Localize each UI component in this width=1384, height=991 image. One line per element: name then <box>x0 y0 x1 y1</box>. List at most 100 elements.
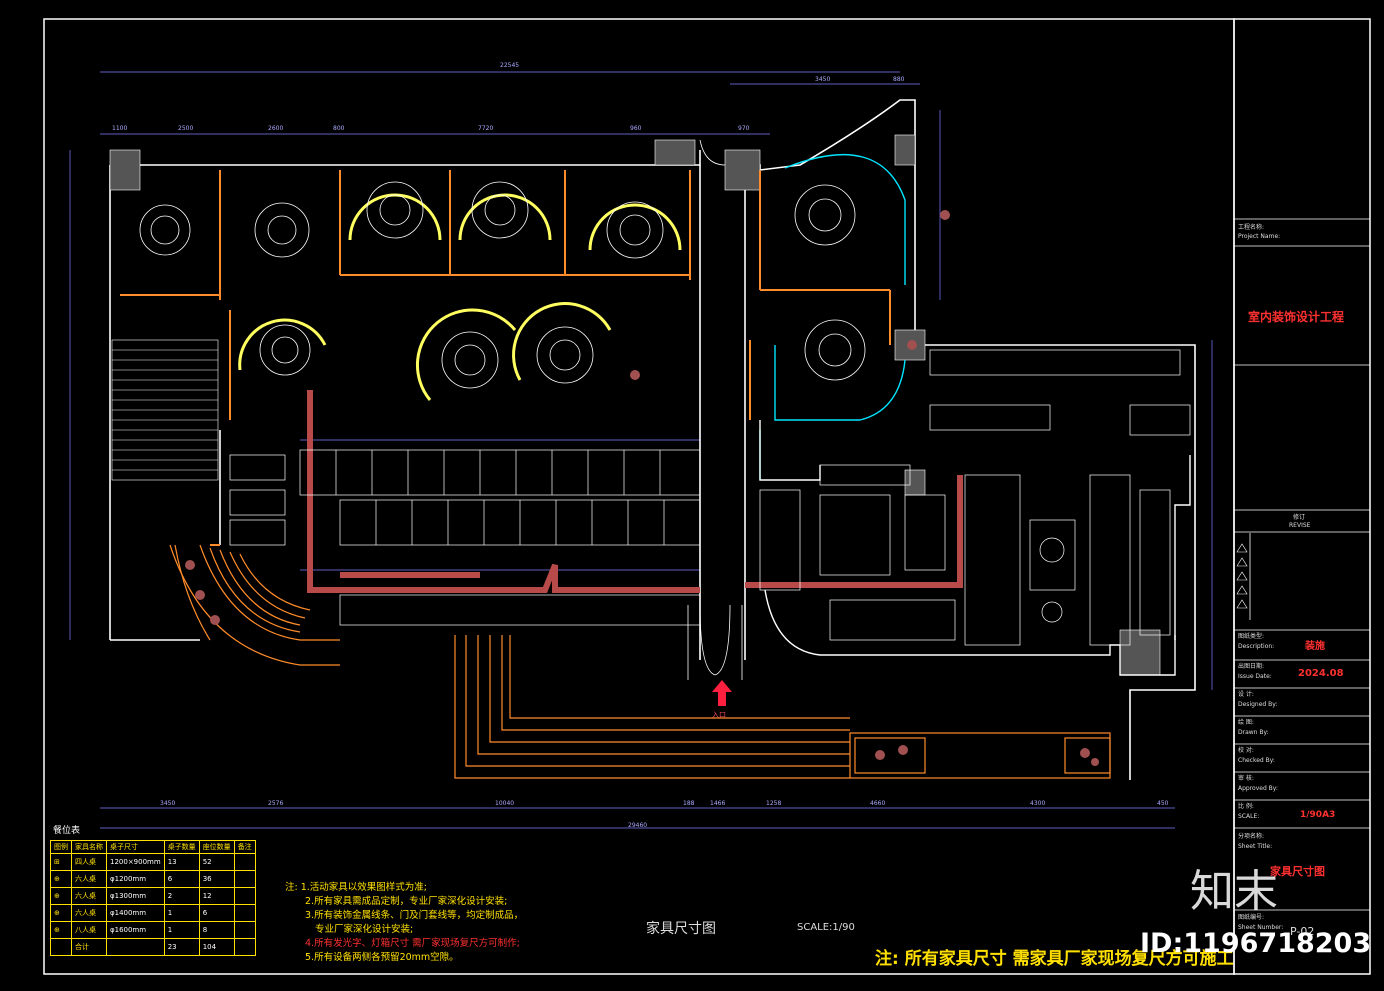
structural-columns <box>109 134 1161 676</box>
entrance-arrow-icon <box>712 680 732 706</box>
project-name-label: 工程名称: <box>1238 224 1265 231</box>
legend-remark <box>233 921 256 939</box>
legend-header: 家具名称 <box>71 840 107 854</box>
outer-walls <box>109 99 1196 780</box>
legend-name: 四人桌 <box>71 853 107 871</box>
legend-header: 桌子尺寸 <box>106 840 165 854</box>
legend-remark <box>233 938 256 956</box>
legend-remark <box>233 853 256 871</box>
dim-top-5: 7720 <box>478 125 494 132</box>
scale-label-en: SCALE: <box>1238 813 1260 820</box>
legend-header: 备注 <box>233 840 256 854</box>
general-notes: 注: 1.活动家具以效果图样式为准; 2.所有家具需成品定制，专业厂家深化设计安… <box>285 881 523 965</box>
note-line: 4.所有发光字、灯箱尺寸 需厂家现场复尺方可制作; <box>305 938 520 949</box>
project-name: 室内装饰设计工程 <box>1248 310 1345 324</box>
legend-remark <box>233 887 256 905</box>
legend-tables: 13 <box>163 853 200 871</box>
designed-label: 设 计: <box>1238 691 1254 698</box>
approved-label-en: Approved By: <box>1238 785 1278 792</box>
dim-bottom-3: 10040 <box>495 800 515 807</box>
legend-tables: 1 <box>163 904 200 922</box>
entrance-steps <box>454 635 1111 779</box>
title-block-border <box>1233 18 1371 975</box>
legend-size: 1200×900mm <box>106 853 165 871</box>
note-line: 2.所有家具需成品定制，专业厂家深化设计安装; <box>305 896 508 907</box>
dim-top-6: 960 <box>630 125 642 132</box>
designed-label-en: Designed By: <box>1238 701 1278 708</box>
legend-row: ⊕ 六人桌 φ1400mm 1 6 <box>50 904 256 922</box>
legend-row: ⊞ 四人桌 1200×900mm 13 52 <box>50 853 256 871</box>
dim-bottom-8: 4300 <box>1030 800 1046 807</box>
drawn-label-en: Drawn By: <box>1238 729 1269 736</box>
dim-bottom-1: 3450 <box>160 800 176 807</box>
revise-label: 修订 <box>1293 514 1306 521</box>
legend-total-seats: 104 <box>198 938 235 956</box>
entrance-label: 入口 <box>712 711 726 719</box>
issue-date-label-en: Issue Date: <box>1238 673 1272 680</box>
sheet-title: 家具尺寸图 <box>1270 865 1325 878</box>
legend-seats: 6 <box>198 904 235 922</box>
stairwell <box>111 339 219 481</box>
legend-tables: 1 <box>163 921 200 939</box>
title-block-grid <box>1233 218 1370 911</box>
note-line: 5.所有设备两侧各预留20mm空隙。 <box>305 952 459 963</box>
legend-header: 图例 <box>50 840 72 854</box>
round-table-symbol-icon: ⊕ <box>50 904 72 922</box>
notes-heading: 注: <box>285 882 298 893</box>
note-line: 专业厂家深化设计安装; <box>315 924 414 935</box>
legend-size: φ1300mm <box>106 887 165 905</box>
legend-size: φ1400mm <box>106 904 165 922</box>
round-table-symbol-icon: ⊕ <box>50 870 72 888</box>
dim-total-top: 22545 <box>500 62 520 69</box>
legend-seats: 36 <box>198 870 235 888</box>
booth-grid <box>229 449 701 626</box>
approved-label: 审 核: <box>1238 775 1254 782</box>
seating-legend-table: 图例 家具名称 桌子尺寸 桌子数量 座位数量 备注 ⊞ 四人桌 1200×900… <box>50 840 256 956</box>
legend-seats: 52 <box>198 853 235 871</box>
legend-row: ⊕ 六人桌 φ1200mm 6 36 <box>50 870 256 888</box>
watermark-brand: 知末 <box>1190 866 1278 917</box>
legend-total-row: 合计 23 104 <box>50 938 256 956</box>
legend-blank <box>50 938 72 956</box>
dim-bottom-5: 1466 <box>710 800 726 807</box>
legend-header: 座位数量 <box>198 840 235 854</box>
dim-top-right-2: 880 <box>893 76 905 83</box>
front-planter-deck <box>169 544 340 666</box>
legend-seats: 12 <box>198 887 235 905</box>
dim-top-right-1: 3450 <box>815 76 831 83</box>
dimension-lines <box>69 71 1213 829</box>
legend-size: φ1200mm <box>106 870 165 888</box>
legend-tables: 6 <box>163 870 200 888</box>
dim-bottom-2: 2576 <box>268 800 284 807</box>
watermark-id: ID:1196718203 <box>1140 928 1372 959</box>
private-room-partitions <box>120 170 891 546</box>
dim-top-3: 2600 <box>268 125 284 132</box>
main-aisle <box>307 390 963 593</box>
description-label-en: Description: <box>1238 643 1275 650</box>
round-table-symbol-icon: ⊕ <box>50 921 72 939</box>
project-name-label-en: Project Name: <box>1238 233 1281 240</box>
legend-tables: 2 <box>163 887 200 905</box>
note-line: 注: 1.活动家具以效果图样式为准; <box>285 881 523 895</box>
round-table-symbol-icon: ⊕ <box>50 887 72 905</box>
legend-header-row: 图例 家具名称 桌子尺寸 桌子数量 座位数量 备注 <box>50 840 256 854</box>
sheet-title-label: 分项名称: <box>1238 833 1265 840</box>
dim-top-4: 800 <box>333 125 345 132</box>
legend-name: 八人桌 <box>71 921 107 939</box>
drawing-scale: SCALE:1/90 <box>797 922 855 933</box>
scale-value: 1/90A3 <box>1300 810 1336 820</box>
sheet-number: P-02 <box>1290 925 1315 938</box>
revise-label-en: REVISE <box>1289 522 1311 529</box>
note-text: 1.活动家具以效果图样式为准; <box>300 882 427 893</box>
curved-booths <box>238 193 682 401</box>
legend-caption: 餐位表 <box>53 826 81 836</box>
legend-total-tables: 23 <box>163 938 200 956</box>
vip-room-walls <box>759 154 906 480</box>
legend-remark <box>233 904 256 922</box>
dim-bottom-7: 4660 <box>870 800 886 807</box>
legend-blank <box>106 938 165 956</box>
round-tables <box>139 181 866 389</box>
legend-name: 六人桌 <box>71 904 107 922</box>
